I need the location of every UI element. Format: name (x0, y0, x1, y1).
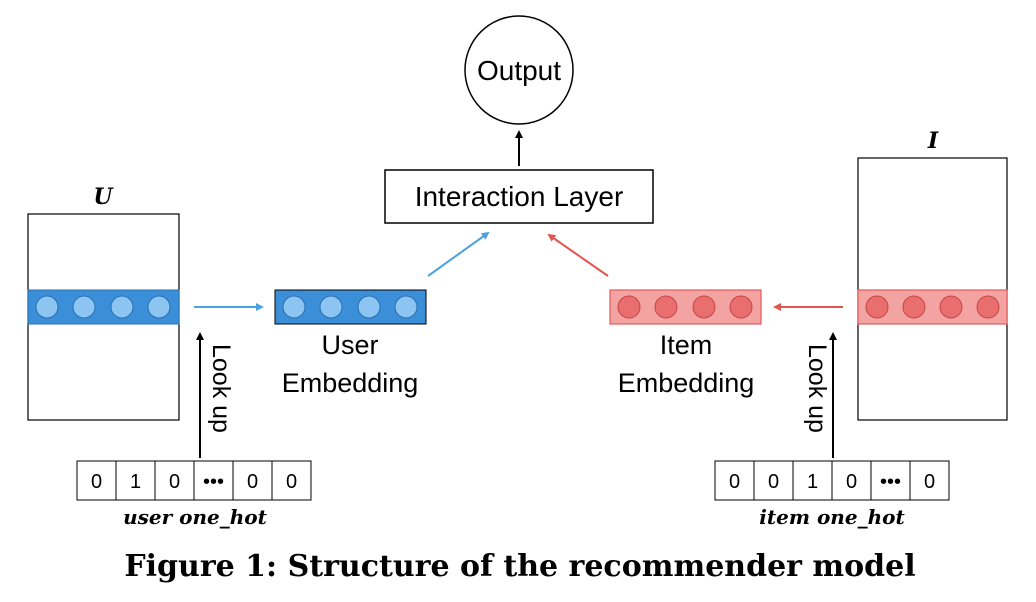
onehot-cell (909, 460, 950, 501)
figure-caption: Figure 1: Structure of the recommender m… (124, 549, 915, 584)
user-embedding (274, 289, 427, 325)
onehot-cell (271, 460, 312, 501)
output-label: Output (477, 55, 561, 86)
onehot-cell-value: 0 (768, 471, 779, 493)
onehot-cell (831, 460, 872, 501)
onehot-cell-value: 0 (169, 471, 180, 493)
user-embedding-label-2: Embedding (282, 368, 419, 398)
onehot-cell-value: 1 (130, 471, 141, 493)
output-node: Output (464, 15, 574, 125)
onehot-cell (115, 460, 156, 501)
item-matrix-row (857, 289, 1008, 325)
onehot-cell (154, 460, 195, 501)
onehot-cell-value: 0 (247, 471, 258, 493)
onehot-cell-value: 0 (91, 471, 102, 493)
user-to-interaction-arrow (427, 231, 490, 277)
onehot-cell (792, 460, 833, 501)
onehot-cell (76, 460, 117, 501)
onehot-cell (714, 460, 755, 501)
user-lookup-label: Look up (207, 344, 235, 433)
user-matrix-label: U (93, 184, 114, 210)
onehot-cell-value: 0 (924, 471, 935, 493)
user-onehot-vector: 0 1 0 ••• 0 0 (76, 460, 312, 501)
item-embedding-label-2: Embedding (618, 368, 755, 398)
item-onehot-vector: 0 0 1 0 ••• 0 (714, 460, 950, 501)
item-onehot-caption: item one_hot (759, 505, 905, 529)
onehot-cell-value: 1 (807, 471, 818, 493)
user-onehot-caption: user one_hot (123, 505, 268, 529)
onehot-cell-value: 0 (846, 471, 857, 493)
item-embedding-label-1: Item (660, 330, 713, 360)
onehot-cell-value: 0 (286, 471, 297, 493)
onehot-cell (753, 460, 794, 501)
interaction-layer-label: Interaction Layer (415, 181, 624, 212)
user-embedding-label-1: User (321, 330, 378, 360)
item-embedding (609, 289, 762, 325)
onehot-cell-value: ••• (880, 471, 901, 493)
interaction-layer-box: Interaction Layer (384, 169, 654, 224)
onehot-cell-value: ••• (203, 471, 224, 493)
onehot-cell (870, 460, 911, 501)
user-matrix-row (27, 289, 180, 325)
item-matrix (857, 157, 1008, 421)
onehot-cell-value: 0 (729, 471, 740, 493)
onehot-cell (232, 460, 273, 501)
item-to-interaction-arrow (547, 233, 609, 277)
item-lookup-label: Look up (803, 344, 831, 433)
item-matrix-label: I (927, 128, 939, 154)
